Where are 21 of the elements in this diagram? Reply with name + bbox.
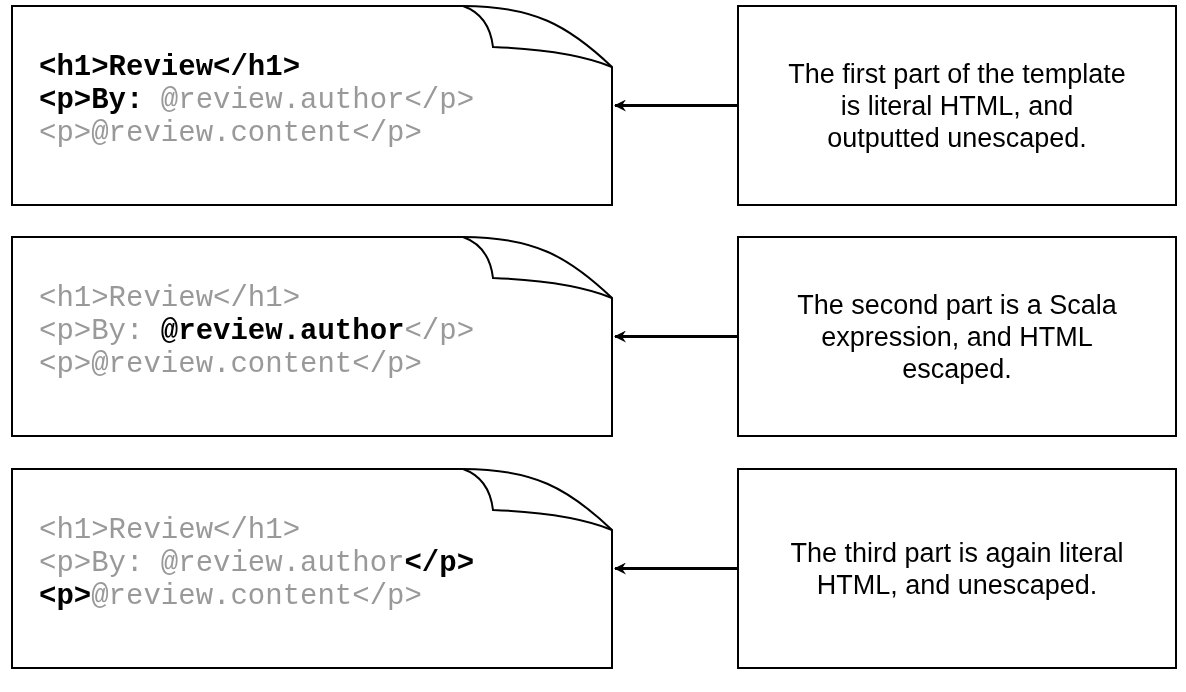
arrow bbox=[614, 562, 737, 575]
code-line: <p>@review.content</p> bbox=[39, 348, 423, 381]
code-line: <p>By: @review.author</p> bbox=[39, 315, 475, 348]
arrow bbox=[614, 330, 737, 343]
code-line: <p>By: @review.author</p> bbox=[39, 547, 475, 580]
code-line: <p>By: @review.author</p> bbox=[39, 84, 475, 117]
note-text: The second part is a Scala expression, and HTML escaped. bbox=[796, 288, 1118, 385]
note-box bbox=[737, 5, 1177, 206]
document-shape bbox=[11, 5, 613, 206]
arrow bbox=[614, 99, 737, 112]
code-line: <h1>Review</h1> bbox=[39, 514, 302, 547]
code-line: <p>@review.content</p> bbox=[39, 580, 423, 613]
note-text: The third part is again literal HTML, and unescaped. bbox=[789, 536, 1125, 601]
note-text: The first part of the template is literal HTML, and outputted unescaped. bbox=[787, 57, 1127, 154]
document-shape bbox=[11, 236, 613, 437]
code-line: <h1>Review</h1> bbox=[39, 51, 302, 84]
code-line: <p>@review.content</p> bbox=[39, 117, 423, 150]
document-shape bbox=[11, 468, 613, 669]
note-box bbox=[737, 236, 1177, 437]
code-line: <h1>Review</h1> bbox=[39, 282, 302, 315]
note-box bbox=[737, 468, 1177, 669]
